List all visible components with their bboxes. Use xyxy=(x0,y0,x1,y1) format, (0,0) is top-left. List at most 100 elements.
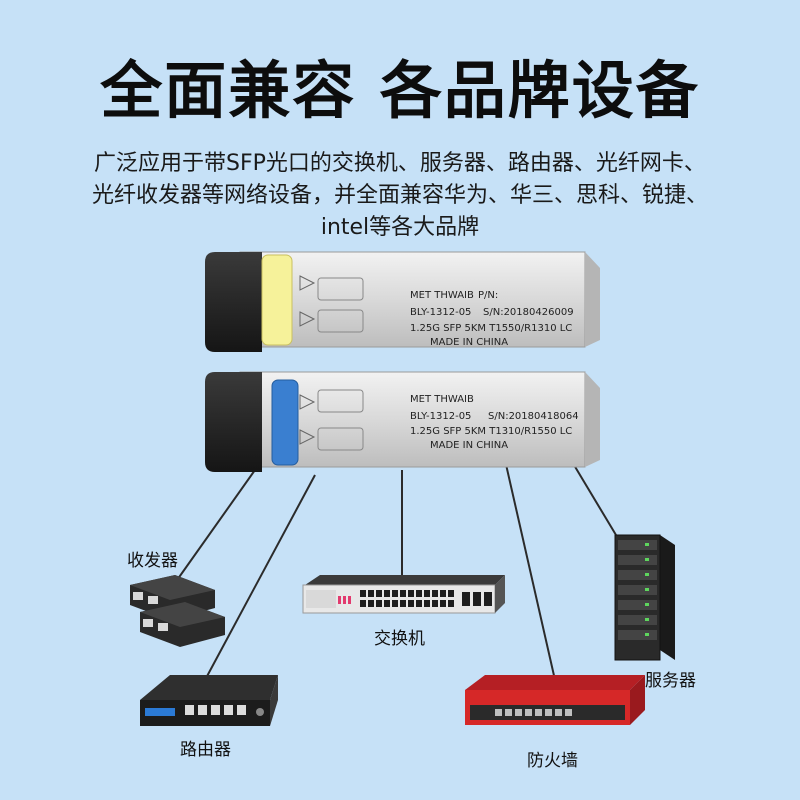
module-side xyxy=(585,372,600,467)
module-brand: MET THWAIB xyxy=(410,394,474,405)
line-to-router xyxy=(204,474,316,681)
firewall-top-face xyxy=(465,675,645,690)
firewall-label: 防火墙 xyxy=(527,751,578,771)
port xyxy=(368,600,374,607)
port xyxy=(545,709,552,716)
port xyxy=(384,590,390,597)
switch-brand-strip xyxy=(306,590,336,608)
port xyxy=(440,600,446,607)
status-led xyxy=(343,596,346,604)
server-unit xyxy=(618,585,657,595)
slot xyxy=(317,389,364,413)
module-origin: MADE IN CHINA xyxy=(430,337,508,348)
switch-label: 交换机 xyxy=(374,629,425,649)
triangle-mark xyxy=(299,394,316,410)
sfp-port xyxy=(473,592,481,606)
bail-latch xyxy=(271,379,299,466)
module-model: BLY-1312-05 xyxy=(410,307,471,318)
port xyxy=(148,596,158,604)
port xyxy=(143,619,153,627)
bail-latch xyxy=(261,254,293,346)
server-unit xyxy=(618,615,657,625)
module-side xyxy=(585,252,600,347)
triangle-mark xyxy=(299,429,316,445)
status-led xyxy=(645,573,649,576)
sfp-port xyxy=(462,592,470,606)
port xyxy=(535,709,542,716)
port xyxy=(424,600,430,607)
port xyxy=(424,590,430,597)
port xyxy=(432,600,438,607)
server-label: 服务器 xyxy=(645,671,696,691)
port xyxy=(448,600,454,607)
router-top-face xyxy=(140,675,278,700)
status-led xyxy=(645,603,649,606)
transceiver-device xyxy=(130,575,225,647)
port xyxy=(440,590,446,597)
server-unit xyxy=(618,555,657,565)
router-side xyxy=(270,675,278,726)
triangle-mark xyxy=(299,275,316,291)
router-logo xyxy=(145,708,175,716)
port xyxy=(376,590,382,597)
sfp-module-top: MET THWAIB P/N: BLY-1312-05 S/N:20180426… xyxy=(205,251,600,352)
server-unit xyxy=(618,630,657,640)
slot xyxy=(317,427,364,451)
sfp-port xyxy=(484,592,492,606)
line-to-firewall xyxy=(504,459,556,681)
port xyxy=(400,590,406,597)
module-body xyxy=(239,251,586,348)
status-led xyxy=(348,596,351,604)
server-rack-front xyxy=(614,534,661,661)
port xyxy=(565,709,572,716)
slot xyxy=(317,309,364,333)
server-rack-side xyxy=(660,535,675,660)
port xyxy=(432,590,438,597)
module-serial: S/N:20180426009 xyxy=(483,307,574,318)
switch-top-face xyxy=(305,575,505,585)
port xyxy=(211,705,220,715)
dust-plug xyxy=(205,252,262,352)
firewall-device xyxy=(465,675,645,725)
status-led xyxy=(338,596,341,604)
port xyxy=(360,590,366,597)
port xyxy=(555,709,562,716)
transceiver-top-face xyxy=(140,602,225,627)
port xyxy=(198,705,207,715)
port xyxy=(392,600,398,607)
description-line-3: intel等各大品牌 xyxy=(320,215,480,240)
slot xyxy=(317,277,364,301)
description: 广泛应用于带SFP光口的交换机、服务器、路由器、光纤网卡、 光纤收发器等网络设备… xyxy=(60,148,740,244)
module-spec: 1.25G SFP 5KM T1550/R1310 LC xyxy=(410,323,572,334)
port xyxy=(360,600,366,607)
port xyxy=(224,705,233,715)
router-label: 路由器 xyxy=(180,740,231,760)
port xyxy=(525,709,532,716)
module-brand: MET THWAIB xyxy=(410,290,474,301)
transceiver-top-face xyxy=(130,575,215,600)
module-origin: MADE IN CHINA xyxy=(430,440,508,451)
status-led xyxy=(645,558,649,561)
line-to-transceiver xyxy=(169,469,256,591)
port xyxy=(185,705,194,715)
port xyxy=(376,600,382,607)
port xyxy=(237,705,246,715)
port xyxy=(515,709,522,716)
description-line-1: 广泛应用于带SFP光口的交换机、服务器、路由器、光纤网卡、 xyxy=(94,151,706,176)
power-button xyxy=(256,708,264,716)
port xyxy=(408,590,414,597)
port xyxy=(133,592,143,600)
port xyxy=(448,590,454,597)
module-model: BLY-1312-05 xyxy=(410,411,471,422)
headline: 全面兼容 各品牌设备 xyxy=(100,54,700,127)
server-unit xyxy=(618,540,657,550)
status-led xyxy=(645,633,649,636)
firewall-side xyxy=(630,675,645,725)
port xyxy=(158,623,168,631)
switch-side xyxy=(495,575,505,613)
description-line-2: 光纤收发器等网络设备，并全面兼容华为、华三、思科、锐捷、 xyxy=(91,183,708,208)
status-led xyxy=(645,543,649,546)
module-pn: P/N: xyxy=(478,290,498,301)
status-led xyxy=(645,588,649,591)
